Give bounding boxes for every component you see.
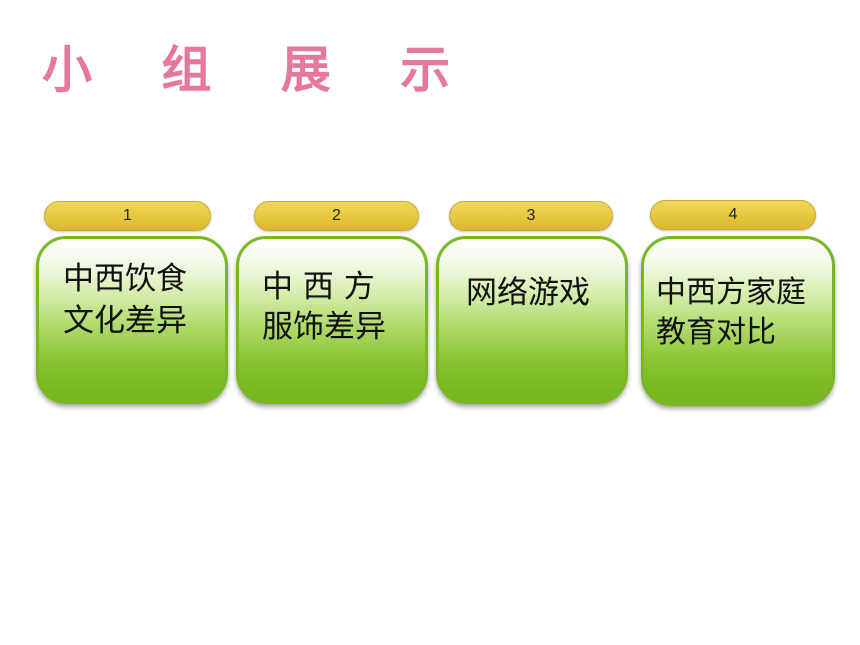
group-2-line-2: 服饰差异	[262, 309, 386, 345]
group-3-number-tab: 3	[449, 201, 613, 231]
group-3-line-1: 网络游戏	[466, 275, 590, 311]
group-1-number-tab: 1	[44, 201, 211, 231]
group-1-number: 1	[123, 207, 132, 224]
group-1-line-1: 中西饮食	[63, 261, 187, 297]
group-4-line-2: 教育对比	[656, 315, 776, 350]
group-2-number: 2	[332, 207, 341, 224]
slide-title: 小 组 展 示	[42, 41, 477, 99]
group-1-card[interactable]	[36, 236, 228, 404]
group-4-number: 4	[728, 206, 738, 223]
group-4-number-tab: 4	[650, 200, 816, 230]
group-3-card[interactable]	[436, 236, 628, 404]
group-4-line-1: 中西方家庭	[656, 275, 806, 310]
group-1-line-2: 文化差异	[63, 303, 187, 339]
group-3-number: 3	[526, 207, 536, 224]
group-2-card[interactable]	[236, 236, 428, 404]
group-2-line-1: 中 西 方	[262, 269, 375, 305]
group-4-card[interactable]	[641, 236, 835, 406]
group-2-number-tab: 2	[254, 201, 419, 231]
